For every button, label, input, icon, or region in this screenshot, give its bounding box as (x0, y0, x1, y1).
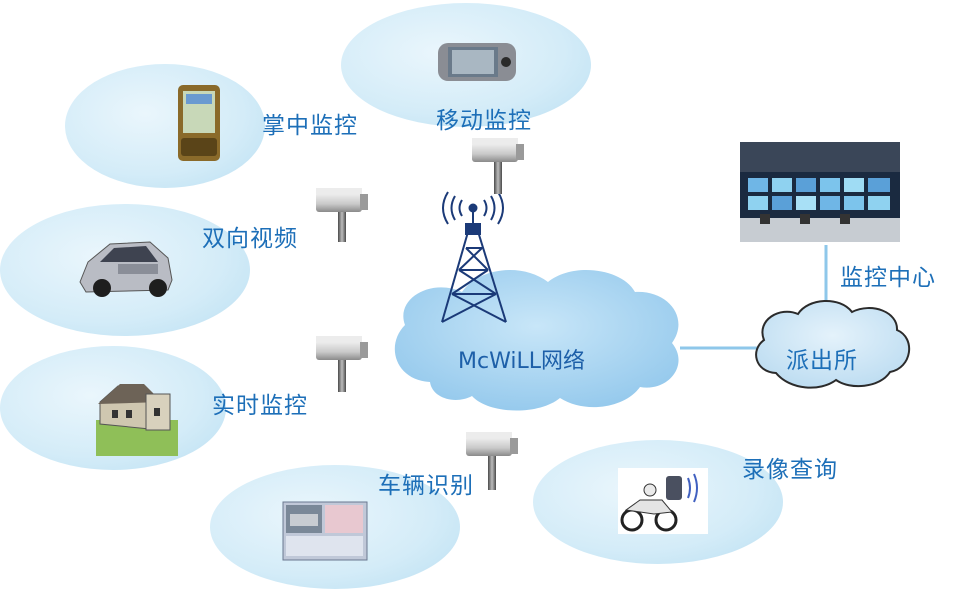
vehicle-recognition-label: 车辆识别 (378, 473, 474, 499)
police-motorcycle-icon (618, 468, 708, 534)
car-icon (79, 241, 173, 297)
monitor-center-label: 监控中心 (840, 265, 936, 291)
recognition-software-icon (282, 501, 368, 561)
monitor-center-image (740, 142, 900, 242)
network-label: McWiLL网络 (458, 349, 585, 374)
pda-phone-icon (178, 85, 220, 161)
palm-ellipse (65, 64, 265, 188)
mobile-monitor-label: 移动监控 (436, 108, 532, 134)
smartphone-icon (438, 43, 516, 81)
palm-monitor-label: 掌中监控 (262, 113, 358, 139)
antenna-tower-icon (441, 191, 507, 323)
two-way-video-label: 双向视频 (202, 226, 298, 252)
police-station-cloud (755, 299, 911, 389)
camera-icon (316, 188, 368, 242)
camera-icon (316, 336, 368, 392)
camera-icon (466, 432, 518, 490)
camera-icon (472, 138, 524, 194)
playback-query-label: 录像查询 (742, 457, 838, 483)
house-icon (96, 384, 178, 456)
realtime-monitor-label: 实时监控 (212, 393, 308, 419)
police-station-label: 派出所 (786, 348, 858, 374)
mcwill-cloud (394, 269, 679, 411)
